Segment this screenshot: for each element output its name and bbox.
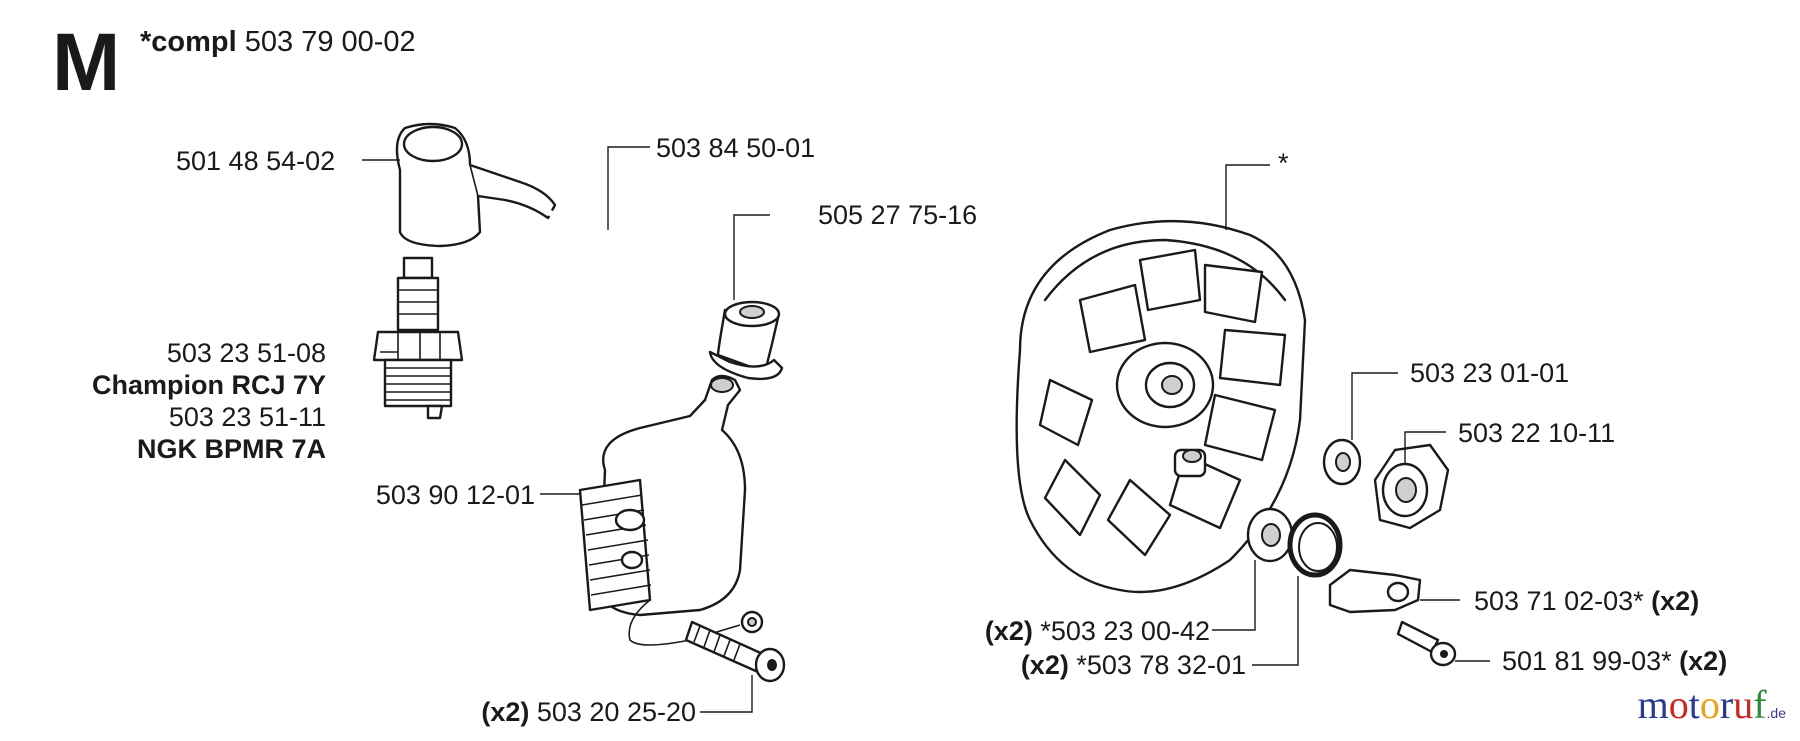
label-spark-plug-2: 503 23 51-11 [168, 402, 326, 432]
label-pawl-screw: 501 81 99-03* (x2) [1502, 646, 1727, 676]
pawl-number: 503 71 02-03* [1474, 586, 1644, 616]
pawl-screw-qty: (x2) [1679, 646, 1728, 676]
flywheel-drawing [1015, 219, 1307, 594]
lead-wire-drawing [430, 209, 625, 421]
spark-plug-boot-drawing [395, 122, 557, 248]
pawl-screw-drawing [1396, 620, 1457, 667]
label-spark-plug-1-brand: Champion RCJ 7Y [91, 370, 326, 400]
spring-drawing [1287, 512, 1343, 578]
motoruf-logo: motoruf.de [1638, 683, 1786, 735]
compl-prefix: *compl [140, 26, 237, 58]
screw-number: 503 20 25-20 [536, 697, 696, 727]
label-lead-wire: 503 84 50-01 [656, 133, 816, 163]
label-washer: 503 23 01-01 [1410, 358, 1570, 388]
label-ignition-module: 503 90 12-01 [375, 480, 535, 510]
label-spark-plug-1: 503 23 51-08 [166, 338, 326, 368]
logo-letter: o [1668, 682, 1689, 727]
leader-lines [362, 146, 1490, 713]
module-screw-drawing [684, 620, 786, 683]
label-spring: (x2) *503 78 32-01 [1021, 650, 1246, 680]
logo-letter: m [1637, 682, 1669, 727]
grommet-drawing [708, 300, 784, 381]
spark-plug-drawing [372, 256, 464, 420]
logo-letter: u [1733, 682, 1754, 727]
label-spark-plug-2-brand: NGK BPMR 7A [136, 434, 326, 464]
logo-letter: r [1719, 682, 1734, 727]
label-module-screw: (x2) 503 20 25-20 [481, 697, 696, 727]
seal-qty: (x2) [984, 616, 1033, 646]
label-flywheel: * [1278, 148, 1289, 178]
logo-tld: .de [1766, 705, 1786, 721]
logo-letter: f [1753, 682, 1767, 727]
compl-number: 503 79 00-02 [244, 26, 416, 58]
section-letter: M [52, 17, 121, 108]
pawl-qty: (x2) [1651, 586, 1700, 616]
label-pawl: 503 71 02-03* (x2) [1474, 586, 1699, 616]
seal-number: *503 23 00-42 [1040, 616, 1210, 646]
label-grommet: 505 27 75-16 [818, 200, 978, 230]
spring-number: *503 78 32-01 [1076, 650, 1246, 680]
pawl-drawing [1328, 568, 1422, 614]
logo-wordmark: motoruf [1638, 682, 1767, 727]
logo-letter: o [1699, 682, 1720, 727]
label-seal: (x2) *503 23 00-42 [985, 616, 1210, 646]
pawl-screw-number: 501 81 99-03* [1502, 646, 1672, 676]
logo-letter: t [1688, 682, 1700, 727]
screw-qty: (x2) [481, 697, 530, 727]
ignition-module-drawing [578, 374, 764, 646]
seal-drawing [1246, 507, 1294, 563]
nut-drawing [1373, 443, 1450, 530]
label-boot: 501 48 54-02 [176, 146, 336, 176]
spring-qty: (x2) [1020, 650, 1069, 680]
label-nut: 503 22 10-11 [1458, 418, 1616, 448]
complete-assembly-label: *compl 503 79 00-02 [140, 26, 416, 58]
washer-drawing [1322, 438, 1362, 486]
